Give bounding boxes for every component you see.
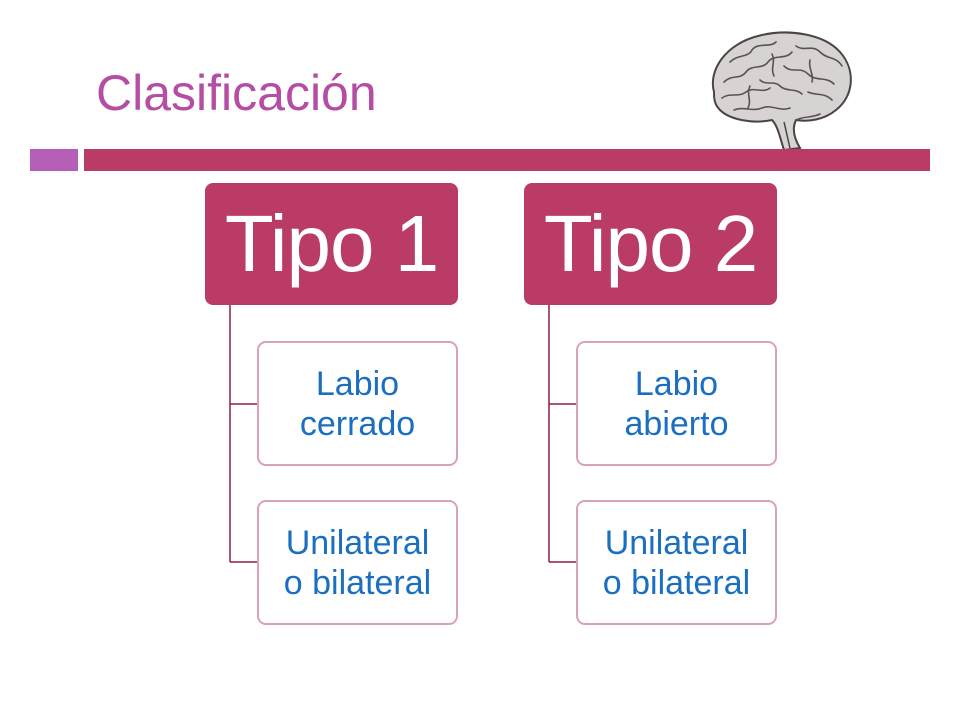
child-box-unilateral-tipo-1: Unilateral o bilateral [257, 500, 458, 625]
connector-group-1 [229, 305, 257, 563]
slide-title: Clasificación [96, 65, 377, 121]
title-accent-square [30, 149, 78, 171]
child-box-unilateral-tipo-2: Unilateral o bilateral [576, 500, 777, 625]
child-line-2: o bilateral [602, 563, 751, 602]
child-line-2: o bilateral [283, 563, 432, 602]
group-header-tipo-1: Tipo 1 [205, 183, 458, 305]
connector-group-2 [548, 305, 576, 563]
brain-illustration-icon [711, 31, 852, 152]
child-box-labio-cerrado: Labio cerrado [257, 341, 458, 466]
child-line-2: cerrado [299, 404, 416, 443]
child-line-2: abierto [624, 404, 729, 443]
child-line-1: Unilateral [604, 523, 749, 562]
child-box-labio-abierto: Labio abierto [576, 341, 777, 466]
child-line-1: Labio [315, 364, 400, 403]
child-line-1: Unilateral [285, 523, 430, 562]
title-underline-bar [84, 149, 930, 171]
group-header-tipo-2: Tipo 2 [524, 183, 777, 305]
child-line-1: Labio [634, 364, 719, 403]
